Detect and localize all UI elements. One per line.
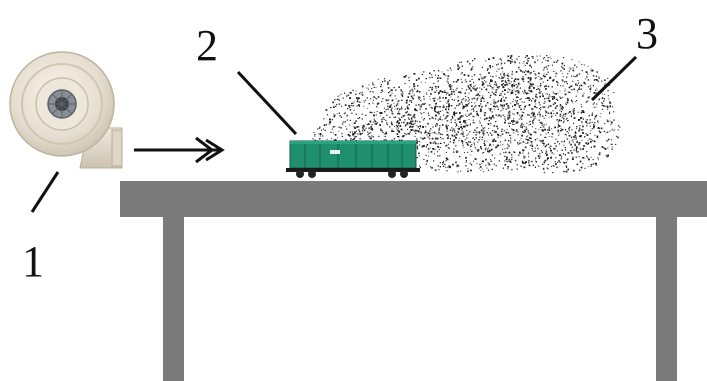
leader-line-2 [238, 72, 296, 134]
table [120, 181, 707, 381]
leader-line-1 [32, 172, 58, 212]
label-fan: 1 [22, 237, 44, 286]
table-leg-left [163, 217, 184, 381]
table-top [120, 181, 707, 217]
table-leg-right [656, 217, 677, 381]
airflow-arrow-icon [134, 138, 222, 162]
leader-line-3 [592, 57, 636, 100]
railway-wagon-icon [286, 141, 420, 178]
label-dust-cloud: 3 [636, 9, 658, 58]
label-wagon: 2 [196, 21, 218, 70]
centrifugal-fan-icon [10, 52, 122, 168]
